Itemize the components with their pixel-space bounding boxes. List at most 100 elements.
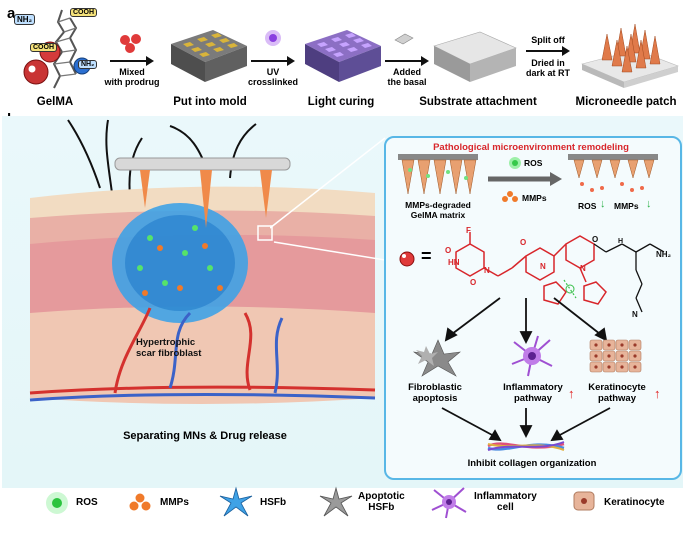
outcome-inflammatory-pathway: Inflammatory pathway <box>494 382 572 404</box>
hsfb-icon <box>219 486 253 517</box>
prodrug-chemical-structure <box>455 232 665 313</box>
arrow-4-line2: Dried in <box>531 58 565 68</box>
light-curing-illustration <box>305 30 381 82</box>
apoptotic-hsfb-icon <box>319 486 353 517</box>
legend-4-line2: HSFb <box>368 502 395 513</box>
outcome-2-line1: Inflammatory <box>503 382 563 393</box>
legend-hsfb-label: HSFb <box>260 497 286 508</box>
keratinocyte-up-arrow: ↑ <box>654 386 661 401</box>
legend-1-line1: ROS <box>76 497 98 508</box>
arrow-1-line2: with prodrug <box>104 77 160 87</box>
chem-atom-n2: N <box>540 262 546 271</box>
step-put-into-mold: Put into mold <box>173 96 247 108</box>
inflammatory-up-arrow: ↑ <box>568 386 575 401</box>
outcome-keratinocyte-pathway: Keratinocyte pathway <box>578 382 656 404</box>
chem-atom-o1: O <box>445 246 452 255</box>
inset-connector-lines <box>270 137 386 261</box>
chem-label-cooh-mid: COOH <box>30 43 57 52</box>
arrow-2 <box>251 56 295 66</box>
arrow-4-line3: dark at RT <box>525 68 570 78</box>
step-microneedle-patch: Microneedle patch <box>575 96 677 108</box>
arrow-3-line1: Added <box>393 67 421 77</box>
chem-atom-n1: N <box>484 266 490 275</box>
step-light-curing: Light curing <box>307 96 375 108</box>
legend-5-line2: cell <box>497 502 514 513</box>
skin-cross-section-illustration <box>29 119 376 404</box>
prodrug-drops-icon <box>120 34 141 53</box>
arrow-2-line1: UV <box>266 67 280 77</box>
legend-4-line1: Apoptotic <box>358 491 405 502</box>
chem-atom-o4: O <box>592 235 599 244</box>
chem-atom-o3: O <box>520 238 527 247</box>
mn-matrix-left-illustration <box>398 154 478 195</box>
scar-label-line2: scar fibroblast <box>136 348 202 359</box>
arrow-1-label: Mixed with prodrug <box>100 67 164 87</box>
chem-label-nh2-top: NH₂ <box>14 14 36 25</box>
legend-keratinocyte-label: Keratinocyte <box>604 497 665 508</box>
outcome-fibroblastic-apoptosis: Fibroblastic apoptosis <box>398 382 472 404</box>
converge-arrows <box>441 407 611 442</box>
chem-atom-o2: O <box>470 278 477 287</box>
arrow-2-label: UV crosslinked <box>244 67 302 87</box>
legend-inflammatory-label: Inflammatory cell <box>474 491 537 513</box>
ros-small-icon <box>509 157 521 169</box>
inflammatory-cell-icon <box>431 487 467 519</box>
scar-label-line1: Hypertrophic <box>136 337 196 348</box>
apoptotic-fibroblast-cluster <box>412 339 461 377</box>
outcome-3-line2: pathway <box>597 393 636 404</box>
inhibit-collagen-label: Inhibit collagen organization <box>467 458 597 469</box>
legend-ros-label: ROS <box>76 497 98 508</box>
collagen-fibers-illustration <box>487 441 565 451</box>
ros-down-arrow: ↓ <box>600 198 606 210</box>
arrow-3-line2: the basal <box>387 77 427 87</box>
step-gelma: GelMA <box>36 96 74 108</box>
chem-atom-hn: HN <box>448 258 460 267</box>
basal-sheet-icon <box>394 33 414 45</box>
legend-3-line1: HSFb <box>260 497 287 508</box>
panel-b-caption: Separating MNs & Drug release <box>123 430 287 442</box>
chem-atom-h1: H <box>618 238 624 245</box>
inset-ros-label: ROS <box>524 158 543 168</box>
ros-down-label: ROS <box>578 201 597 211</box>
arrow-2-line2: crosslinked <box>247 77 299 87</box>
arrow-4 <box>526 46 570 56</box>
prodrug-sphere-icon <box>399 251 415 267</box>
step-substrate-attachment: Substrate attachment <box>419 96 537 108</box>
legend-2-line1: MMPs <box>160 497 189 508</box>
inset-mmps-label: MMPs <box>522 193 547 203</box>
ros-icon <box>46 492 68 514</box>
arrow-1 <box>110 56 154 66</box>
scar-fibroblast-label: Hypertrophic scar fibroblast <box>136 337 224 359</box>
inset-title: Pathological microenvironment remodeling <box>433 142 629 153</box>
inset-box <box>384 136 682 480</box>
equals-sign: = <box>421 246 432 266</box>
keratinocyte-icon <box>573 491 595 511</box>
mmps-down-arrow: ↓ <box>646 198 652 210</box>
branch-arrows <box>444 297 608 344</box>
arrow-1-line1: Mixed <box>119 67 145 77</box>
outcome-2-line2: pathway <box>513 393 552 404</box>
legend-6-line1: Keratinocyte <box>604 497 665 508</box>
legend-5-line1: Inflammatory <box>474 491 537 502</box>
uv-light-icon <box>265 30 281 46</box>
transform-arrow <box>488 172 562 186</box>
mmps-matrix-label: MMPs-degraded GelMA matrix <box>396 200 480 220</box>
outcome-1-line2: apoptosis <box>412 393 458 404</box>
mmps-small-icon <box>502 191 518 202</box>
matrix-line2: GelMA matrix <box>410 210 466 220</box>
substrate-illustration <box>433 31 517 82</box>
legend-mmps-label: MMPs <box>160 497 189 508</box>
outcome-1-line1: Fibroblastic <box>408 382 462 393</box>
chem-label-cooh-top: COOH <box>70 8 97 17</box>
arrow-3 <box>385 56 429 66</box>
mn-matrix-right-illustration <box>568 154 658 192</box>
mold-illustration <box>171 30 247 82</box>
outcome-3-line1: Keratinocyte <box>588 382 646 393</box>
chem-atom-n3: N <box>580 264 586 273</box>
chem-label-nh2-right: NH₂ <box>78 60 98 69</box>
panel-a-letter: a <box>7 5 16 22</box>
mmps-icon <box>129 493 151 511</box>
arrow-4-top-label: Split off <box>531 35 565 45</box>
legend-apoptotic-label: Apoptotic HSFb <box>358 491 405 513</box>
arrow-3-label: Added the basal <box>378 67 436 87</box>
